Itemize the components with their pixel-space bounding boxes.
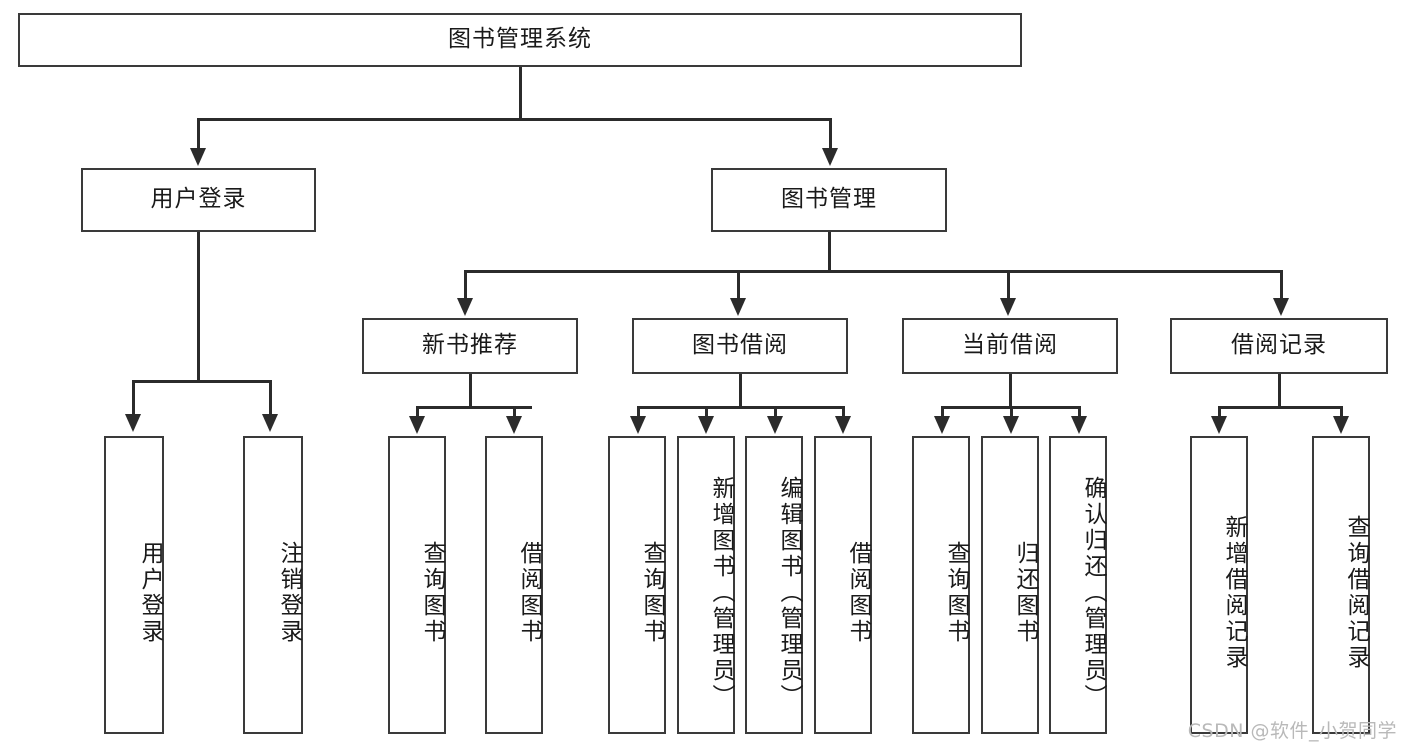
node-book-management[interactable]: 图书管理 — [711, 168, 947, 232]
node-label: 新增图书（管理员） — [708, 476, 734, 710]
arrowhead-br-to-leaf-1 — [1333, 416, 1349, 434]
leaf-borrow-record-query-record[interactable]: 查询借阅记录 — [1312, 436, 1370, 734]
node-current-borrow[interactable]: 当前借阅 — [902, 318, 1118, 374]
connector-user-login-bus — [132, 380, 271, 383]
connector-user-login-to-leaf-1 — [269, 380, 272, 416]
arrowhead-user-login-to-leaf-1 — [262, 414, 278, 432]
watermark-text: CSDN @软件_小贺同学 — [1187, 720, 1397, 742]
node-new-book-recommend[interactable]: 新书推荐 — [362, 318, 578, 374]
node-label: 查询借阅记录 — [1343, 515, 1369, 671]
node-borrow-record[interactable]: 借阅记录 — [1170, 318, 1388, 374]
node-label: 用户登录 — [150, 186, 247, 213]
leaf-current-borrow-confirm-return-admin[interactable]: 确认归还（管理员） — [1049, 436, 1107, 734]
arrowhead-bm-to-new-book — [457, 298, 473, 316]
node-label: 图书管理 — [781, 186, 877, 213]
node-root-book-management-system[interactable]: 图书管理系统 — [18, 13, 1022, 67]
node-label: 借阅图书 — [845, 541, 871, 645]
node-label: 编辑图书（管理员） — [776, 476, 802, 710]
arrowhead-cb-to-leaf-0 — [934, 416, 950, 434]
arrowhead-bm-to-book-borrow — [730, 298, 746, 316]
connector-book-management-bus — [464, 270, 1283, 273]
connector-root-stem — [519, 67, 522, 119]
connector-bm-to-new-book — [464, 270, 467, 300]
arrowhead-bb-to-leaf-3 — [835, 416, 851, 434]
leaf-new-book-borrow-book[interactable]: 借阅图书 — [485, 436, 543, 734]
node-label: 借阅图书 — [516, 541, 542, 645]
connector-br-to-leaf-1 — [1340, 406, 1343, 418]
arrowhead-cb-to-leaf-2 — [1071, 416, 1087, 434]
connector-bm-to-book-borrow — [737, 270, 740, 300]
node-label: 图书借阅 — [692, 332, 788, 359]
connector-user-login-to-leaf-0 — [132, 380, 135, 416]
arrowhead-bb-to-leaf-0 — [630, 416, 646, 434]
leaf-book-borrow-borrow-book[interactable]: 借阅图书 — [814, 436, 872, 734]
connector-nb-to-leaf-0 — [416, 406, 419, 418]
connector-book-borrow-bus — [637, 406, 843, 409]
leaf-user-login-login[interactable]: 用户登录 — [104, 436, 164, 734]
leaf-book-borrow-query-book[interactable]: 查询图书 — [608, 436, 666, 734]
connector-borrow-record-stem — [1278, 374, 1281, 408]
arrowhead-bm-to-current-borrow — [1000, 298, 1016, 316]
arrowhead-cb-to-leaf-1 — [1003, 416, 1019, 434]
leaf-book-borrow-add-book-admin[interactable]: 新增图书（管理员） — [677, 436, 735, 734]
connector-borrow-record-bus — [1218, 406, 1342, 409]
connector-book-borrow-stem — [739, 374, 742, 408]
connector-user-login-stem — [197, 232, 200, 381]
connector-cb-to-leaf-2 — [1078, 406, 1081, 418]
connector-bm-to-current-borrow — [1007, 270, 1010, 300]
connector-current-borrow-stem — [1009, 374, 1012, 408]
leaf-book-borrow-edit-book-admin[interactable]: 编辑图书（管理员） — [745, 436, 803, 734]
node-label: 归还图书 — [1012, 541, 1038, 645]
connector-root-to-user-login — [197, 118, 200, 150]
connector-bm-to-borrow-record — [1280, 270, 1283, 300]
node-label: 确认归还（管理员） — [1080, 476, 1106, 710]
connector-cb-to-leaf-1 — [1010, 406, 1013, 418]
connector-book-management-stem — [828, 232, 831, 272]
node-label: 查询图书 — [639, 541, 665, 645]
leaf-current-borrow-return-book[interactable]: 归还图书 — [981, 436, 1039, 734]
connector-br-to-leaf-0 — [1218, 406, 1221, 418]
arrowhead-nb-to-leaf-0 — [409, 416, 425, 434]
connector-bb-to-leaf-2 — [774, 406, 777, 418]
arrowhead-nb-to-leaf-1 — [506, 416, 522, 434]
leaf-user-login-logout[interactable]: 注销登录 — [243, 436, 303, 734]
arrowhead-user-login-to-leaf-0 — [125, 414, 141, 432]
node-label: 新增借阅记录 — [1221, 515, 1247, 671]
connector-new-book-bus — [416, 406, 532, 409]
node-label: 新书推荐 — [422, 332, 518, 359]
connector-nb-to-leaf-1 — [513, 406, 516, 418]
arrowhead-root-to-user-login — [190, 148, 206, 166]
connector-bb-to-leaf-0 — [637, 406, 640, 418]
arrowhead-bb-to-leaf-2 — [767, 416, 783, 434]
arrowhead-bb-to-leaf-1 — [698, 416, 714, 434]
leaf-borrow-record-add-record[interactable]: 新增借阅记录 — [1190, 436, 1248, 734]
leaf-current-borrow-query-book[interactable]: 查询图书 — [912, 436, 970, 734]
leaf-new-book-query-book[interactable]: 查询图书 — [388, 436, 446, 734]
node-label: 注销登录 — [276, 541, 302, 645]
node-book-borrow[interactable]: 图书借阅 — [632, 318, 848, 374]
node-user-login[interactable]: 用户登录 — [81, 168, 316, 232]
node-label: 图书管理系统 — [448, 26, 592, 53]
node-label: 用户登录 — [137, 541, 163, 645]
node-label: 查询图书 — [943, 541, 969, 645]
node-label: 当前借阅 — [962, 332, 1058, 359]
connector-root-bus — [197, 118, 831, 121]
arrowhead-root-to-book-management — [822, 148, 838, 166]
connector-new-book-stem — [469, 374, 472, 408]
connector-bb-to-leaf-1 — [705, 406, 708, 418]
arrowhead-bm-to-borrow-record — [1273, 298, 1289, 316]
connector-root-to-book-management — [829, 118, 832, 150]
node-label: 借阅记录 — [1231, 332, 1327, 359]
connector-cb-to-leaf-0 — [941, 406, 944, 418]
arrowhead-br-to-leaf-0 — [1211, 416, 1227, 434]
node-label: 查询图书 — [419, 541, 445, 645]
connector-bb-to-leaf-3 — [842, 406, 845, 418]
